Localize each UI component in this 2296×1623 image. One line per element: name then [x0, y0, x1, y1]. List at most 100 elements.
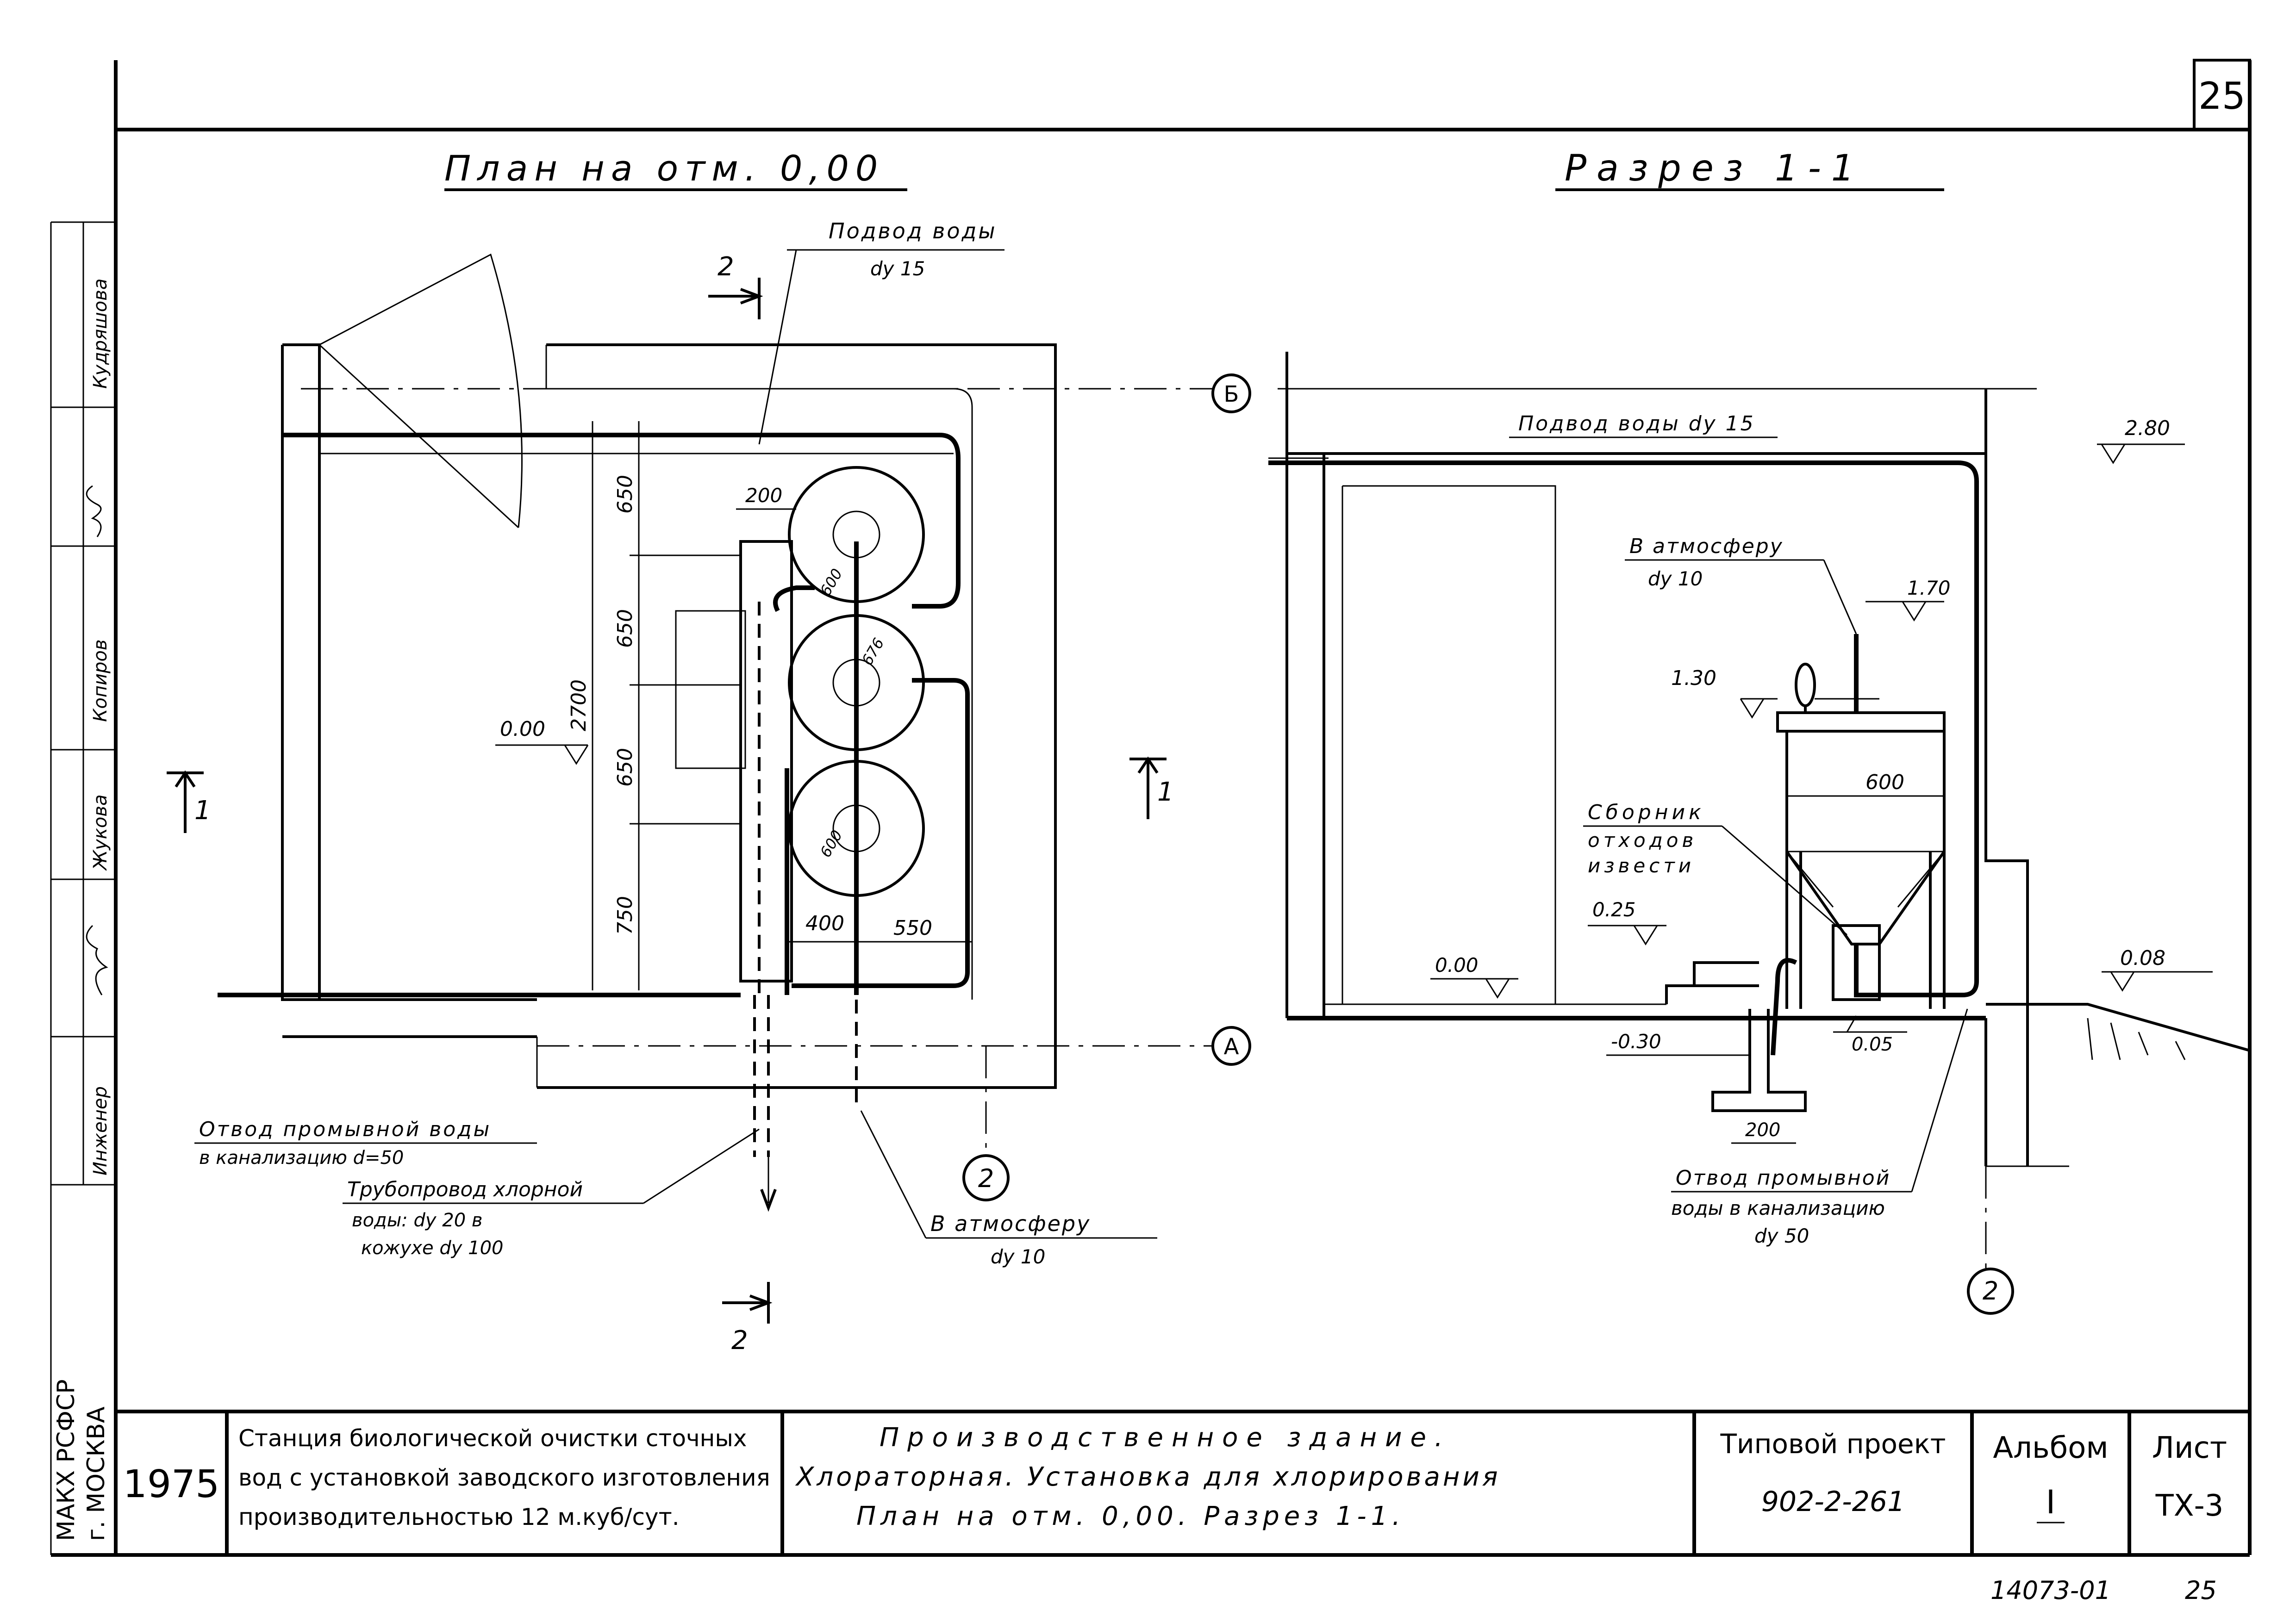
tb-sheet-code: ТХ-3 [2155, 1489, 2224, 1523]
section-tank-lid [1776, 711, 1946, 733]
section-steps [1665, 961, 1759, 1004]
signature-2 [86, 925, 108, 995]
section-water-label: Подвод воды dу 15 [1518, 412, 1755, 435]
plan-tank-dim-1: 600 [817, 566, 846, 599]
level-0-00: 0.00 [1435, 954, 1479, 976]
plan-cut-2-top: 2 [718, 252, 734, 282]
plan-dim-650b: 650 [613, 609, 637, 648]
plan-title: План на отм. 0,00 [444, 148, 884, 189]
section-tank [1785, 731, 1946, 945]
plan-cut-2-bottom: 2 [731, 1325, 748, 1356]
section-title: Разрез 1-1 [1565, 148, 1864, 189]
stamp-name-3: Жукова [90, 795, 111, 871]
sheet-number-box: 25 [2193, 59, 2251, 131]
level-0-25: 0.25 [1592, 898, 1636, 921]
plan-axis-2-bubble [962, 1154, 1010, 1201]
water-supply-pipe [282, 433, 961, 609]
level-0-08: 0.08 [2120, 946, 2165, 970]
stand-frame [739, 540, 793, 983]
section-collector-2: отходов [1588, 829, 1697, 852]
plan-vent-2: dу 10 [991, 1245, 1045, 1268]
door-swing [318, 253, 523, 529]
plan-water-label-2: dу 15 [870, 257, 925, 280]
tb-album-label: Альбом [1993, 1431, 2108, 1465]
axis-b-bubble [1211, 373, 1251, 413]
plan-section-1-left: 1 [194, 796, 211, 826]
sheet-frame [50, 60, 2252, 1557]
section-water-pipe [1268, 460, 1979, 997]
level-2-80: 2.80 [2125, 417, 2170, 440]
plan-drain-1: Отвод промывной воды [199, 1118, 491, 1141]
tb-sheet-label: Лист [2152, 1431, 2227, 1465]
section-collector-1: Сборник [1588, 801, 1705, 824]
axis-a-label: А [1224, 1034, 1239, 1060]
stamp-name-2: Копиров [90, 640, 111, 722]
level-neg-0-30: -0.30 [1611, 1030, 1661, 1053]
level-0-05: 0.05 [1852, 1034, 1893, 1055]
side-stamp: Кудряшова Копиров Жукова Инженер МАКХ РС… [51, 221, 116, 1541]
stamp-org-line1: МАКХ РСФСР [52, 1379, 80, 1541]
plan-section-1-right: 1 [1157, 777, 1174, 807]
tb-project-line1: Станция биологической очистки сточных [238, 1425, 747, 1452]
section-collector [1832, 924, 1881, 1001]
section-drain-2: воды в канализацию [1671, 1197, 1885, 1219]
axis-a-bubble [1211, 1026, 1251, 1066]
plan-water-label-1: Подвод воды [829, 218, 997, 243]
tb-typical-label: Типовой проект [1720, 1428, 1946, 1460]
section-view: Разрез 1-1 Подвод воды dу 15 [1268, 148, 2250, 1315]
drain-pipe [773, 585, 815, 612]
tb-album-number: I [2046, 1483, 2056, 1521]
plan-dim-650c: 650 [613, 748, 637, 787]
plan-dim-2700: 2700 [567, 679, 591, 731]
tb-title-line2: Хлораторная. Установка для хлорирования [795, 1462, 1501, 1492]
section-drain-1: Отвод промывной [1676, 1166, 1890, 1190]
plan-tank-dim-3: 600 [817, 827, 846, 860]
plan-level: 0.00 [500, 717, 545, 741]
tb-project-line2: вод с установкой заводского изготовления [238, 1464, 770, 1491]
plan-view: План на отм. 0,00 Б А [167, 148, 1251, 1356]
section-walls [1285, 352, 2029, 1166]
plan-walls [281, 343, 1057, 1089]
plan-chlor-2: воды: dу 20 в [352, 1210, 482, 1231]
plan-dim-750: 750 [613, 896, 637, 935]
plan-chlor-1: Трубопровод хлорной [347, 1178, 583, 1201]
section-dim-200: 200 [1745, 1119, 1780, 1141]
section-collector-3: извести [1588, 854, 1695, 877]
footer-inventory: 14073-01 [1990, 1576, 2111, 1605]
axis-b-label: Б [1224, 381, 1239, 407]
plan-axis-2: 2 [978, 1164, 994, 1193]
tb-year: 1975 [123, 1462, 220, 1506]
section-dim-600: 600 [1866, 771, 1904, 794]
sheet-number: 25 [2198, 75, 2246, 118]
section-axis-2-bubble [1967, 1268, 2014, 1315]
section-valve [1795, 663, 1816, 707]
section-pit [1711, 1009, 1807, 1112]
plan-dim-650a: 650 [613, 475, 637, 514]
plan-vent-1: В атмосферу [930, 1211, 1091, 1236]
section-vent-1: В атмосферу [1629, 535, 1784, 558]
tb-title-line1: Производственное здание. [880, 1423, 1451, 1453]
plan-dim-550: 550 [893, 916, 932, 940]
ground-ramp [1986, 1003, 2250, 1052]
tb-project-line3: производительностью 12 м.куб/сут. [238, 1504, 680, 1530]
plan-drain-2: в канализацию d=50 [199, 1147, 404, 1169]
title-block: 1975 Станция биологической очистки сточн… [116, 1410, 2250, 1555]
tb-typical-number: 902-2-261 [1761, 1486, 1905, 1518]
stamp-role: Инженер [90, 1086, 111, 1175]
section-vent-2: dу 10 [1648, 567, 1703, 590]
stamp-org-line2: г. МОСКВА [82, 1406, 110, 1541]
plan-tank-dim-2: 676 [858, 635, 887, 668]
plan-chlor-3: кожухе dу 100 [361, 1237, 503, 1259]
level-1-70: 1.70 [1907, 577, 1951, 599]
section-axis-2: 2 [1983, 1276, 1998, 1306]
signature-1 [86, 485, 102, 537]
level-1-30: 1.30 [1671, 666, 1716, 690]
plan-dim-400: 400 [805, 912, 844, 935]
footer-page: 25 [2185, 1576, 2217, 1605]
cabinet [675, 610, 746, 769]
tb-title-line3: План на отм. 0,00. Разрез 1-1. [856, 1501, 1405, 1531]
stamp-name-1: Кудряшова [90, 279, 111, 389]
plan-dim-200: 200 [745, 484, 782, 507]
section-drain-3: dу 50 [1754, 1225, 1809, 1247]
